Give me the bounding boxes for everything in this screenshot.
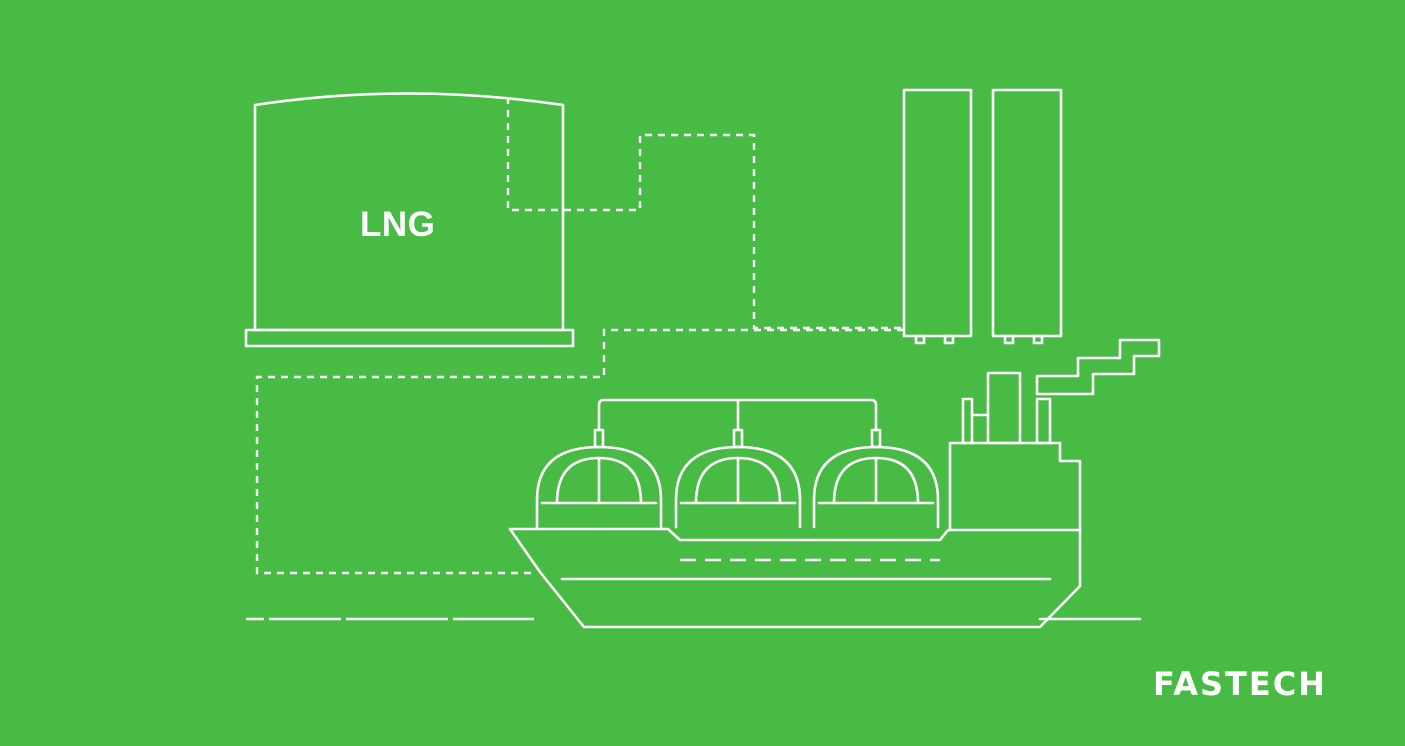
lng-carrier-ship: [508, 338, 1161, 629]
cargo-dome-2: [674, 428, 802, 529]
lng-storage-tank: [244, 92, 575, 348]
tank-label: LNG: [360, 205, 436, 244]
pipeline-tank-to-towers: [506, 97, 904, 330]
cargo-dome-1: [535, 428, 663, 529]
pipeline-to-ship: [255, 328, 904, 575]
fastech-logo: FASTECH: [1153, 665, 1327, 703]
manifold-pipe: [597, 398, 878, 432]
ship-superstructure: [948, 338, 1161, 532]
cargo-dome-3: [812, 428, 940, 529]
vaporizer-towers: [902, 88, 1063, 345]
